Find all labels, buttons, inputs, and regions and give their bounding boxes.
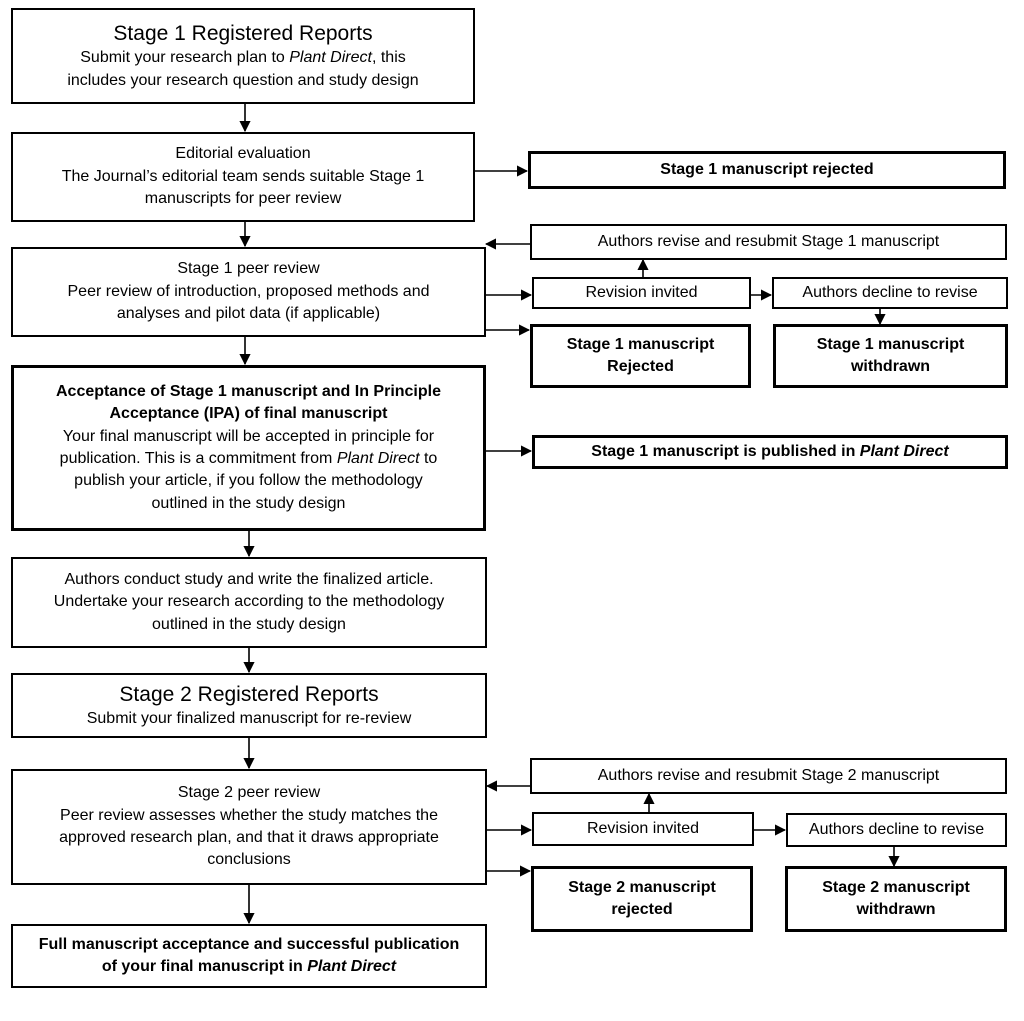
final-acceptance-box: Full manuscript acceptance and successfu…: [11, 924, 487, 988]
review2-title: Stage 2 peer review: [177, 784, 321, 802]
ipa-acceptance-box: Acceptance of Stage 1 manuscript and In …: [11, 365, 486, 531]
ipa-title1: Acceptance of Stage 1 manuscript and In …: [56, 382, 441, 400]
ipa-title2: Acceptance (IPA) of final manuscript: [109, 405, 388, 423]
stage2-line1: Submit your finalized manuscript for re-…: [86, 709, 412, 727]
stage2-revision-invited-box: Revision invited: [532, 812, 754, 846]
stage1-rejected-box: Stage 1 manuscript rejected: [528, 151, 1006, 189]
ipa-line1: Your final manuscript will be accepted i…: [62, 427, 435, 445]
stage2-title: Stage 2 Registered Reports: [119, 682, 379, 706]
stage1-title: Stage 1 Registered Reports: [113, 21, 373, 45]
conduct-line2: Undertake your research according to the…: [53, 593, 445, 611]
review1-line1: Peer review of introduction, proposed me…: [67, 282, 430, 300]
stage1-line2: includes your research question and stud…: [67, 71, 419, 89]
review1-line2: analyses and pilot data (if applicable): [116, 305, 381, 323]
stage1-revision-invited-box: Revision invited: [532, 277, 751, 309]
stage2-registered-reports-box: Stage 2 Registered Reports Submit your f…: [11, 673, 487, 738]
stage2-peer-review-box: Stage 2 peer review Peer review assesses…: [11, 769, 487, 885]
conduct-study-box: Authors conduct study and write the fina…: [11, 557, 487, 648]
editorial-evaluation-box: Editorial evaluation The Journal’s edito…: [11, 132, 475, 222]
stage2-resubmit-box: Authors revise and resubmit Stage 2 manu…: [530, 758, 1007, 794]
stage2-decline-box: Authors decline to revise: [786, 813, 1007, 847]
stage2-withdrawn-box: Stage 2 manuscript withdrawn: [785, 866, 1007, 932]
ipa-line2: publication. This is a commitment from P…: [59, 450, 438, 467]
stage1-decline-box: Authors decline to revise: [772, 277, 1008, 309]
stage1-line1: Submit your research plan to Plant Direc…: [80, 49, 406, 67]
review2-line2: approved research plan, and that it draw…: [59, 829, 439, 846]
stage2-rejected-box: Stage 2 manuscript rejected: [531, 866, 753, 932]
review2-line3: conclusions: [207, 851, 291, 869]
final-line1: Full manuscript acceptance and successfu…: [38, 935, 460, 953]
review1-title: Stage 1 peer review: [177, 260, 320, 278]
conduct-line3: outlined in the study design: [152, 615, 346, 633]
conduct-line1: Authors conduct study and write the fina…: [64, 570, 434, 588]
stage1-withdrawn-box: Stage 1 manuscript withdrawn: [773, 324, 1008, 388]
ipa-line4: outlined in the study design: [151, 494, 346, 512]
final-line2: of your final manuscript in Plant Direct: [101, 958, 397, 975]
stage1-resubmit-box: Authors revise and resubmit Stage 1 manu…: [530, 224, 1007, 260]
stage1-registered-reports-box: Stage 1 Registered Reports Submit your r…: [11, 8, 475, 104]
editorial-title: Editorial evaluation: [175, 145, 311, 163]
ipa-line3: publish your article, if you follow the …: [74, 472, 423, 490]
review2-line1: Peer review assesses whether the study m…: [60, 806, 438, 824]
editorial-line1: The Journal’s editorial team sends suita…: [61, 167, 425, 185]
editorial-line2: manuscripts for peer review: [144, 190, 342, 208]
stage1-peer-review-box: Stage 1 peer review Peer review of intro…: [11, 247, 486, 337]
stage1-rejected-after-review-box: Stage 1 manuscript Rejected: [530, 324, 751, 388]
stage1-published-box: Stage 1 manuscript is published in Plant…: [532, 435, 1008, 469]
